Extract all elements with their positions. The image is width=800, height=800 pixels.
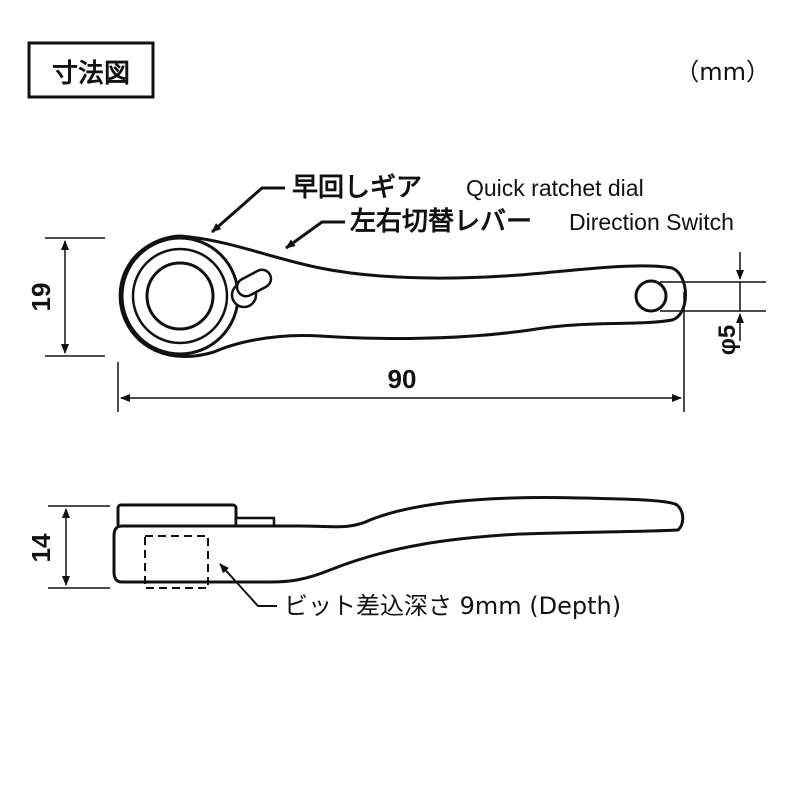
dim-length-label: 90 — [388, 364, 417, 394]
title-frame — [27, 41, 155, 99]
quick-dial-label-en: Quick ratchet dial — [466, 175, 644, 201]
dim-hole-diameter — [660, 252, 766, 341]
depth-label: ビット差込深さ 9mm (Depth) — [284, 592, 621, 620]
wrench-outline-side — [112, 496, 685, 584]
dim-head-height — [45, 237, 105, 357]
dim-head-height-label: 19 — [26, 283, 56, 312]
direction-switch-label-en: Direction Switch — [569, 209, 734, 235]
dim-hole-diameter-label: φ5 — [714, 325, 741, 356]
side-view — [112, 496, 685, 589]
ratchet-dial-side — [116, 503, 238, 529]
hanging-hole — [634, 279, 668, 313]
unit-label: （mm） — [675, 58, 770, 86]
top-view — [118, 234, 687, 358]
bit-socket — [145, 261, 215, 331]
leader-direction-switch — [285, 220, 345, 250]
bit-depth-indicator — [144, 535, 209, 589]
direction-switch-lever — [235, 268, 273, 298]
leader-quick-dial — [211, 186, 285, 234]
dim-thickness-label: 14 — [26, 533, 56, 562]
leader-depth — [219, 563, 277, 607]
dim-length — [117, 292, 685, 412]
direction-switch-label-jp: 左右切替レバー — [350, 207, 532, 237]
page-title: 寸法図 — [52, 59, 130, 89]
dim-thickness — [48, 505, 110, 589]
wrench-outline-top — [118, 234, 687, 358]
quick-dial-label-jp: 早回しギア — [292, 173, 422, 203]
title-box: 寸法図 — [27, 41, 155, 99]
